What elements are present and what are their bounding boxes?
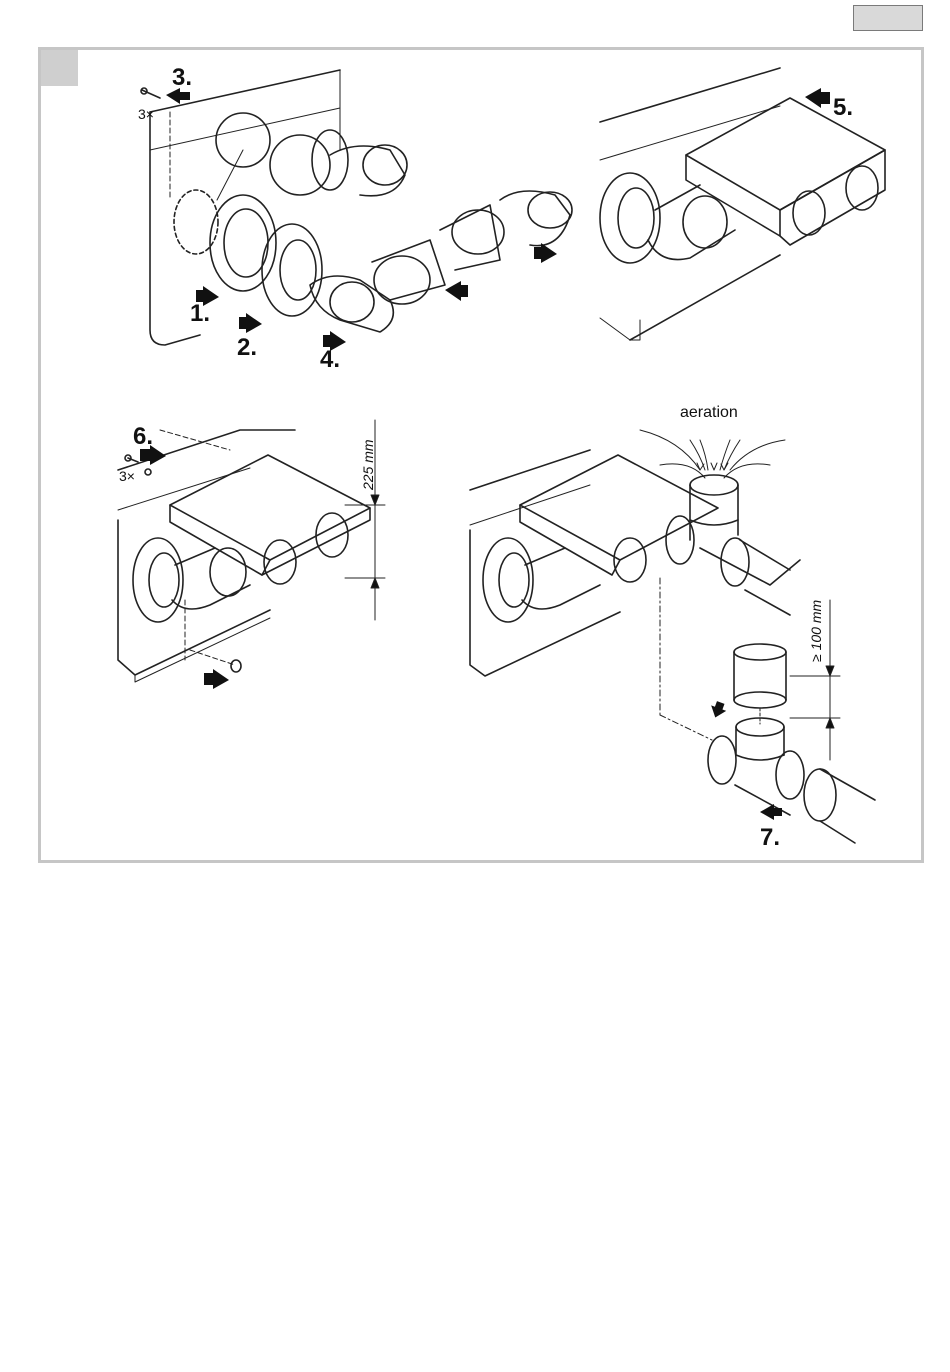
step-1-label: 1. xyxy=(190,302,210,326)
step-4-label: 4. xyxy=(320,348,340,372)
panel-3-unit-body xyxy=(118,430,295,682)
panel-4-unit-body xyxy=(470,450,620,676)
step-2-label: 2. xyxy=(237,336,257,360)
step-3-label: 3. xyxy=(172,66,192,90)
panel-1-screw xyxy=(141,88,170,200)
step-7-label: 7. xyxy=(760,826,780,850)
dimension-225mm: 225 mm xyxy=(360,439,376,490)
panel-1-gasket-ring xyxy=(210,113,276,291)
panel-4-distribution-box xyxy=(520,455,718,582)
panel-1-arrows xyxy=(166,88,557,351)
screw-quantity-bottom: 3× xyxy=(119,469,135,483)
panel-2-flange-elbow xyxy=(600,173,735,263)
panel-2-distribution-box xyxy=(686,98,885,245)
panel-4-arrows xyxy=(708,700,782,820)
aeration-label: aeration xyxy=(680,404,738,422)
panel-4-flange-elbow xyxy=(483,538,600,622)
panel-4-aeration-arrows xyxy=(640,430,785,478)
panel-4-tee-pipe xyxy=(666,475,800,615)
panel-3-distribution-box xyxy=(170,455,370,584)
panel-2-arrow xyxy=(805,88,830,108)
dimension-min-100mm: ≥ 100 mm xyxy=(808,600,824,662)
panel-1-elbow-pipes xyxy=(310,145,572,332)
panel-3-flange-elbow xyxy=(133,538,250,622)
step-6-label: 6. xyxy=(133,425,153,449)
step-5-label: 5. xyxy=(833,96,853,120)
panel-4-tee-assembly xyxy=(708,644,875,843)
screw-quantity-top: 3× xyxy=(138,107,154,121)
